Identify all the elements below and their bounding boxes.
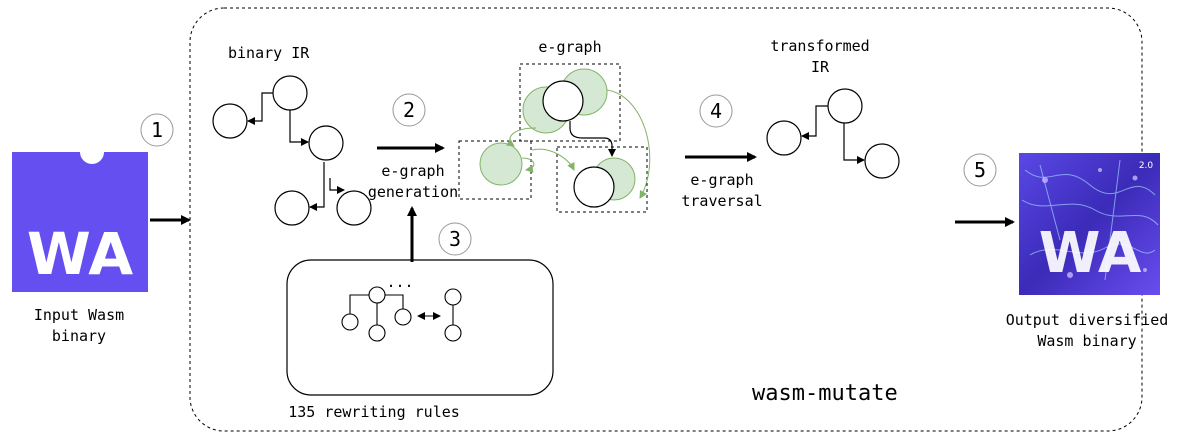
- step4-number: 4: [710, 99, 722, 123]
- eclass-box-left: [458, 140, 532, 200]
- egraph: [458, 63, 651, 213]
- output-badge-text: 2.0: [1139, 161, 1154, 171]
- output-wasm-logo: WA 2.0: [1019, 153, 1160, 295]
- rules-ellipsis: ...: [386, 273, 413, 291]
- step4-label-line2: traversal: [681, 192, 762, 210]
- egraph-title: e-graph: [538, 38, 601, 56]
- transformed-ir-tree: [766, 88, 900, 179]
- rewriting-rules-box: [286, 259, 554, 396]
- output-logo-text: WA: [1039, 221, 1142, 286]
- step2-label-line1: e-graph: [381, 162, 444, 180]
- input-logo-text: WA: [27, 220, 133, 288]
- input-wasm-logo: WA: [12, 152, 148, 292]
- step3-badge: 3: [438, 222, 472, 256]
- step1-number: 1: [151, 118, 163, 142]
- tool-name: wasm-mutate: [752, 381, 898, 406]
- binary-ir-tree: [212, 75, 372, 226]
- wasm-mutate-container: [189, 7, 1143, 432]
- step3-number: 3: [449, 227, 461, 251]
- binary-ir-title: binary IR: [228, 44, 310, 62]
- rule-illustration: [341, 286, 462, 342]
- transformed-ir-title-line1: transformed: [770, 37, 869, 55]
- egraph-node-right: [573, 166, 615, 208]
- rules-label: 135 rewriting rules: [288, 403, 460, 421]
- step2-label-line2: generation: [368, 183, 458, 201]
- step1-badge: 1: [140, 113, 174, 147]
- step4-badge: 4: [699, 94, 733, 128]
- input-label-line2: binary: [52, 327, 106, 345]
- eclass-box-top: [519, 63, 621, 142]
- output-label-line2: Wasm binary: [1037, 332, 1136, 350]
- step4-label-line1: e-graph: [690, 171, 753, 189]
- output-label-line1: Output diversified: [1006, 311, 1169, 329]
- step2-number: 2: [403, 98, 415, 122]
- step5-badge: 5: [963, 153, 997, 187]
- step5-number: 5: [974, 158, 986, 182]
- transformed-ir-title-line2: IR: [811, 58, 830, 76]
- step2-badge: 2: [392, 93, 426, 127]
- egraph-node-top: [542, 80, 584, 122]
- input-label-line1: Input Wasm: [34, 306, 124, 324]
